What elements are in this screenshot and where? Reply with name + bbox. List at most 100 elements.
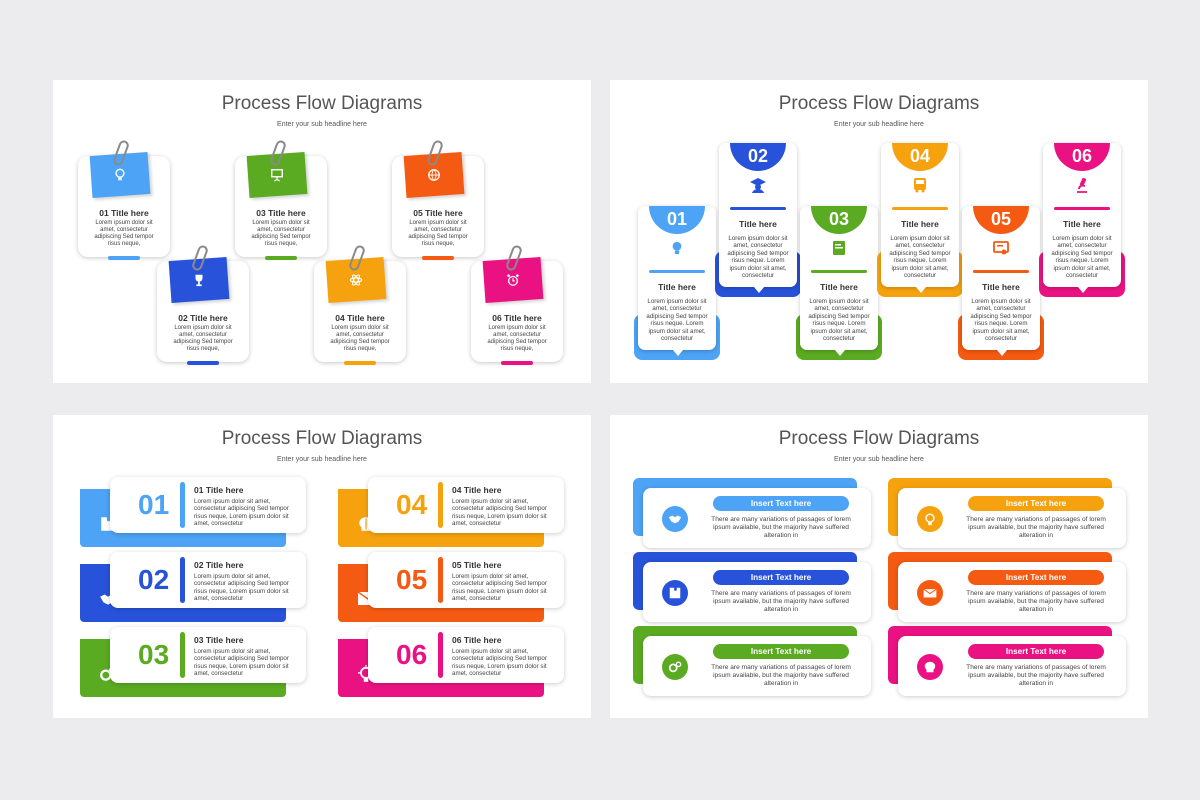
book-icon [800, 240, 878, 256]
step-number-badge: 03 [811, 206, 867, 234]
step-column-03: 03 Title here Lorem ipsum dolor sit amet… [796, 206, 882, 360]
graduate-icon [719, 177, 797, 193]
step-number: 05 [396, 564, 428, 595]
step-title: 03 Title here [194, 635, 244, 645]
sticky-note [168, 257, 230, 303]
insert-text-pill: Insert Text here [968, 644, 1104, 659]
sticky-note [403, 152, 465, 198]
card-body: Insert Text here There are many variatio… [898, 636, 1126, 696]
sticky-note [89, 152, 151, 198]
step-card: 04 04 Title here Lorem ipsum dolor sit a… [368, 477, 564, 533]
note-card-03: 03 Title here Lorem ipsum dolor sit amet… [235, 139, 327, 260]
slide-subtitle: Enter your sub headline here [277, 456, 367, 463]
step-number-badge: 05 [973, 206, 1029, 234]
step-title: Title here [901, 219, 939, 229]
note-accent-bar [501, 361, 533, 365]
step-divider [180, 632, 185, 678]
step-card: 06 Title here Lorem ipsum dolor sit amet… [1043, 143, 1121, 293]
step-row-02: 02 02 Title here Lorem ipsum dolor sit a… [80, 552, 306, 622]
step-card: 03 03 Title here Lorem ipsum dolor sit a… [110, 627, 306, 683]
step-divider [180, 557, 185, 603]
step-title: 04 Title here [452, 485, 502, 495]
text-card-06: Insert Text here There are many variatio… [888, 626, 1126, 698]
step-body: Lorem ipsum dolor sit amet, consectetur … [452, 573, 547, 603]
note-title: 02 Title here [178, 313, 228, 323]
card-text: There are many variations of passages of… [711, 516, 851, 540]
step-title: 06 Title here [452, 635, 502, 645]
card-text: There are many variations of passages of… [711, 590, 851, 614]
card-text: There are many variations of passages of… [966, 590, 1106, 614]
card-text: There are many variations of passages of… [966, 664, 1106, 688]
step-pointer [673, 350, 683, 356]
step-body: Lorem ipsum dolor sit amet, consectetur … [452, 648, 547, 678]
step-card: 02 Title here Lorem ipsum dolor sit amet… [719, 143, 797, 293]
step-card: 06 06 Title here Lorem ipsum dolor sit a… [368, 627, 564, 683]
step-card: 03 Title here Lorem ipsum dolor sit amet… [800, 206, 878, 356]
step-body: Lorem ipsum dolor sit amet, consectetur … [452, 498, 547, 528]
step-pointer [997, 350, 1007, 356]
note-body: Lorem ipsum dolor sit amet, consectetur … [251, 220, 311, 247]
slide-timeline-columns: Process Flow Diagrams Enter your sub hea… [610, 80, 1148, 383]
lightbulb-icon [113, 168, 127, 182]
step-number: 06 [396, 639, 428, 670]
slide-title: Process Flow Diagrams [221, 428, 423, 449]
step-column-02: 02 Title here Lorem ipsum dolor sit amet… [715, 143, 801, 297]
note-card-04: 04 Title here Lorem ipsum dolor sit amet… [314, 244, 406, 365]
step-pointer [916, 287, 926, 293]
step-title: 01 Title here [194, 485, 244, 495]
step-title: 02 Title here [194, 560, 244, 570]
step-pointer [754, 287, 764, 293]
card-body: Insert Text here There are many variatio… [643, 562, 871, 622]
step-body: Lorem ipsum dolor sit amet, consectetur … [970, 298, 1032, 343]
card-body: Insert Text here There are many variatio… [898, 488, 1126, 548]
slide-numbered-rows: Process Flow Diagrams Enter your sub hea… [53, 415, 591, 718]
note-title: 01 Title here [99, 208, 149, 218]
step-body: Lorem ipsum dolor sit amet, consectetur … [646, 298, 708, 343]
step-row-03: 03 03 Title here Lorem ipsum dolor sit a… [80, 627, 306, 697]
step-card: 02 02 Title here Lorem ipsum dolor sit a… [110, 552, 306, 608]
step-title: Title here [820, 282, 858, 292]
step-pointer [1078, 287, 1088, 293]
note-card-05: 05 Title here Lorem ipsum dolor sit amet… [392, 139, 484, 260]
note-accent-bar [108, 256, 140, 260]
note-card-06: 06 Title here Lorem ipsum dolor sit amet… [471, 244, 563, 365]
step-divider [180, 482, 185, 528]
step-card: 01 Title here Lorem ipsum dolor sit amet… [638, 206, 716, 356]
idea-icon [917, 506, 943, 532]
step-divider [649, 270, 705, 273]
step-title: Title here [658, 282, 696, 292]
atom-icon [349, 273, 363, 287]
note-title: 05 Title here [413, 208, 463, 218]
step-title: 05 Title here [452, 560, 502, 570]
step-body: Lorem ipsum dolor sit amet, consectetur … [194, 648, 289, 678]
step-number: 04 [396, 489, 428, 520]
brain-icon [917, 654, 943, 680]
insert-text-pill: Insert Text here [968, 570, 1104, 585]
slide-subtitle: Enter your sub headline here [277, 121, 367, 128]
step-divider [438, 482, 443, 528]
slide-subtitle: Enter your sub headline here [834, 456, 924, 463]
step-body: Lorem ipsum dolor sit amet, consectetur … [194, 498, 289, 528]
card-text: There are many variations of passages of… [711, 664, 851, 688]
trophy-icon [192, 273, 206, 287]
insert-text-pill: Insert Text here [713, 570, 849, 585]
step-divider [1054, 207, 1110, 210]
note-card-02: 02 Title here Lorem ipsum dolor sit amet… [157, 244, 249, 365]
step-row-05: 05 05 Title here Lorem ipsum dolor sit a… [338, 552, 564, 622]
microscope-icon [1043, 177, 1121, 193]
step-number: 01 [138, 489, 170, 520]
step-number: 03 [138, 639, 170, 670]
text-card-01: Insert Text here There are many variatio… [633, 478, 871, 550]
step-divider [811, 270, 867, 273]
insert-text-pill: Insert Text here [968, 496, 1104, 511]
note-body: Lorem ipsum dolor sit amet, consectetur … [94, 220, 154, 247]
note-title: 04 Title here [335, 313, 385, 323]
step-column-04: 04 Title here Lorem ipsum dolor sit amet… [877, 143, 963, 297]
step-divider [438, 632, 443, 678]
step-body: Lorem ipsum dolor sit amet, consectetur … [889, 235, 951, 280]
step-card: 01 01 Title here Lorem ipsum dolor sit a… [110, 477, 306, 533]
step-column-06: 06 Title here Lorem ipsum dolor sit amet… [1039, 143, 1125, 297]
step-card: 05 Title here Lorem ipsum dolor sit amet… [962, 206, 1040, 356]
puzzle-icon [662, 580, 688, 606]
envelope-icon [917, 580, 943, 606]
